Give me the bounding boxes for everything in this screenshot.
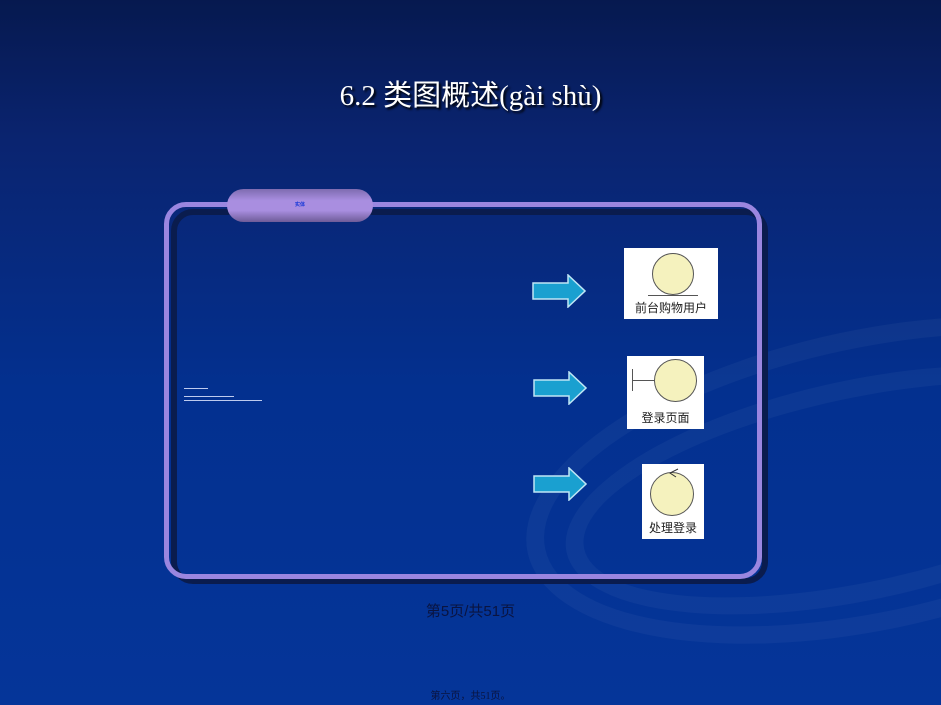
baseline-icon: [648, 295, 698, 296]
footnote: 第六页，共51页。: [430, 691, 511, 702]
tiny-text-line: [184, 400, 262, 401]
actor-circle-icon: [652, 253, 694, 295]
boundary-card: 登录页面: [627, 356, 704, 429]
control-card: 处理登录: [642, 464, 704, 539]
tiny-text-line: [184, 388, 208, 389]
actor-card: 前台购物用户: [624, 248, 718, 319]
control-arrowhead-icon: [669, 468, 679, 478]
boundary-circle-icon: [654, 359, 697, 402]
frame-tab-label: 实体: [227, 189, 373, 222]
control-circle-icon: [650, 472, 694, 516]
content-frame: [164, 202, 762, 579]
control-label: 处理登录: [648, 521, 697, 535]
tiny-text-line: [184, 396, 234, 397]
boundary-label: 登录页面: [641, 411, 690, 425]
slide-title: 6.2 类图概述(gài shù): [339, 80, 602, 112]
frame-shadow: [171, 209, 768, 584]
arrow-right-icon: [533, 467, 587, 501]
actor-label: 前台购物用户: [634, 301, 707, 315]
arrow-right-icon: [533, 371, 587, 405]
arrow-right-icon: [532, 274, 586, 308]
page-indicator: 第5页/共51页: [425, 603, 516, 620]
boundary-line-icon: [632, 380, 654, 381]
